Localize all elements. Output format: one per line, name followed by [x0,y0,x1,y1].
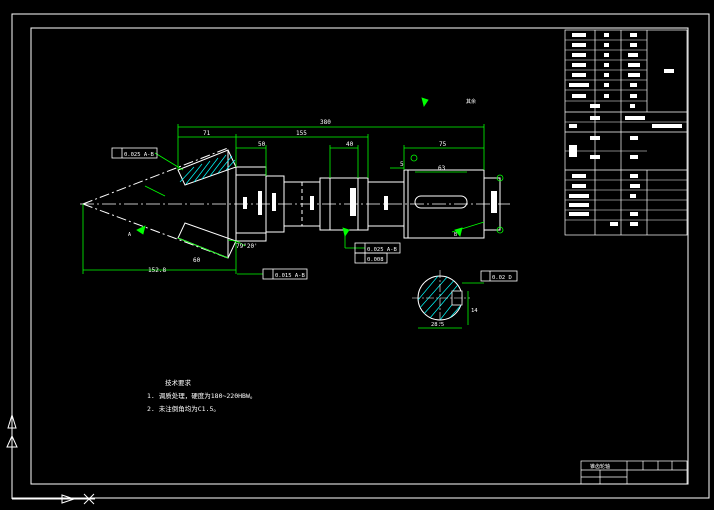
section-width-text: 28.5 [431,322,444,328]
inner-border [30,27,689,485]
dim-seg1: 50 [258,141,266,148]
dim-mid: 155 [296,130,307,137]
drawing-frame [11,13,710,499]
roughness-mark: 其余 [466,98,476,105]
title-block-title: 锥齿轮轴 [590,463,610,470]
gdt-bottom-text: 0.015 A-B [275,273,305,279]
dim-seg3: 75 [439,141,447,148]
dim-cone: 71 [203,130,211,137]
gdt-bottom: 0.015 A-B [262,268,308,280]
section-flat-text: 0.02 D [492,275,512,281]
dimension-text: 380 71 155 50 40 75 63 5 79°20' 152.8 60 [148,119,447,274]
gear-hatch [179,154,236,185]
gdt-mid: 0.025 A-B 0.008 [354,242,401,264]
tech-note-2: 2. 未注倒角均为C1.5。 [147,404,220,413]
parameter-table [564,29,688,236]
datum-A-label: A [128,232,131,238]
outer-border [11,13,710,499]
dim-seg2: 40 [346,141,354,148]
tech-note-1: 1. 调质处理，硬度为180~220HBW。 [147,391,256,400]
dim-overall: 380 [320,119,331,126]
gdt-top-text: 0.025 A-B [124,152,154,158]
gear-tooth-bottom [177,222,237,259]
diameter-labels [243,188,497,216]
gdt-top: 0.025 A-B [111,147,158,159]
dim-key: 63 [438,165,446,172]
ucs-icon [6,413,95,505]
datum-labels: B A 其余 [128,98,476,238]
title-block [580,460,688,485]
datum-markers [136,97,463,237]
tech-notes: 技术要求 1. 调质处理，硬度为180~220HBW。 2. 未注倒角均为C1.… [147,378,256,413]
parameter-rows [565,39,687,221]
gear-tooth-top [177,149,237,186]
keyway [414,195,468,209]
dimension-lines [82,124,485,275]
dim-step: 5 [400,161,404,168]
dim-slant: 60 [193,257,201,264]
parameter-cells [569,33,682,226]
section-depth-text: 14 [471,308,478,314]
tech-notes-title: 技术要求 [165,378,192,387]
gdt-flat-text: 0.008 [367,257,384,263]
datum-B-label: B [454,232,457,238]
centre-markers [410,154,504,234]
dim-cone-angle: 79°20' [236,243,258,250]
gdt-mid-text: 0.025 A-B [367,247,397,253]
section-view: 28.5 14 0.02 D [412,270,518,329]
dim-cone-len: 152.8 [148,267,166,274]
